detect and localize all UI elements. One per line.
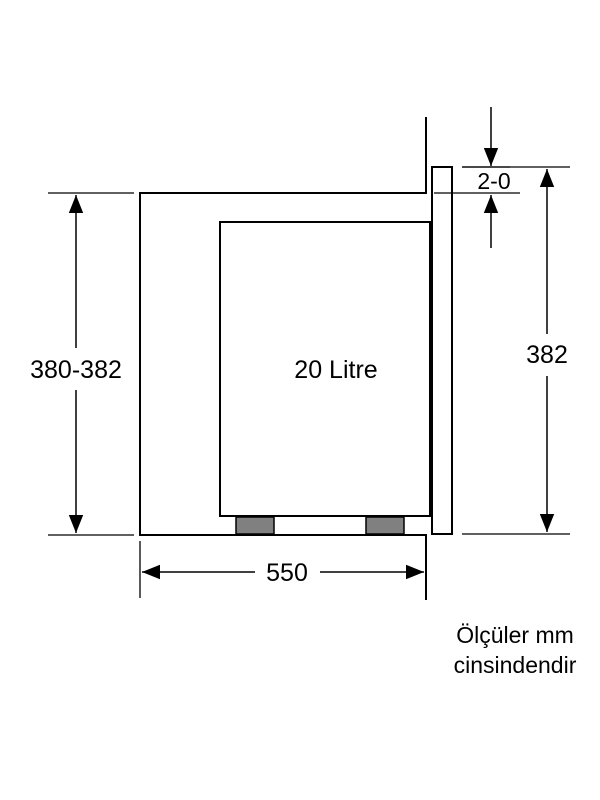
bottom-width-label: 550 (266, 559, 308, 587)
units-note-line1: Ölçüler mm (456, 622, 574, 648)
right-height-label: 382 (526, 341, 568, 369)
appliance-foot-right (365, 516, 405, 535)
appliance-foot-left (235, 516, 275, 535)
appliance-front-panel (431, 166, 453, 535)
left-height-label: 380-382 (30, 356, 122, 384)
appliance-volume-label: 20 Litre (294, 356, 377, 384)
appliance-body (219, 221, 431, 517)
top-gap-label: 2-0 (477, 168, 510, 194)
cabinet-niche-outline (139, 117, 427, 600)
units-note: Ölçüler mm cinsindendir (430, 620, 600, 680)
units-note-line2: cinsindendir (453, 652, 577, 678)
